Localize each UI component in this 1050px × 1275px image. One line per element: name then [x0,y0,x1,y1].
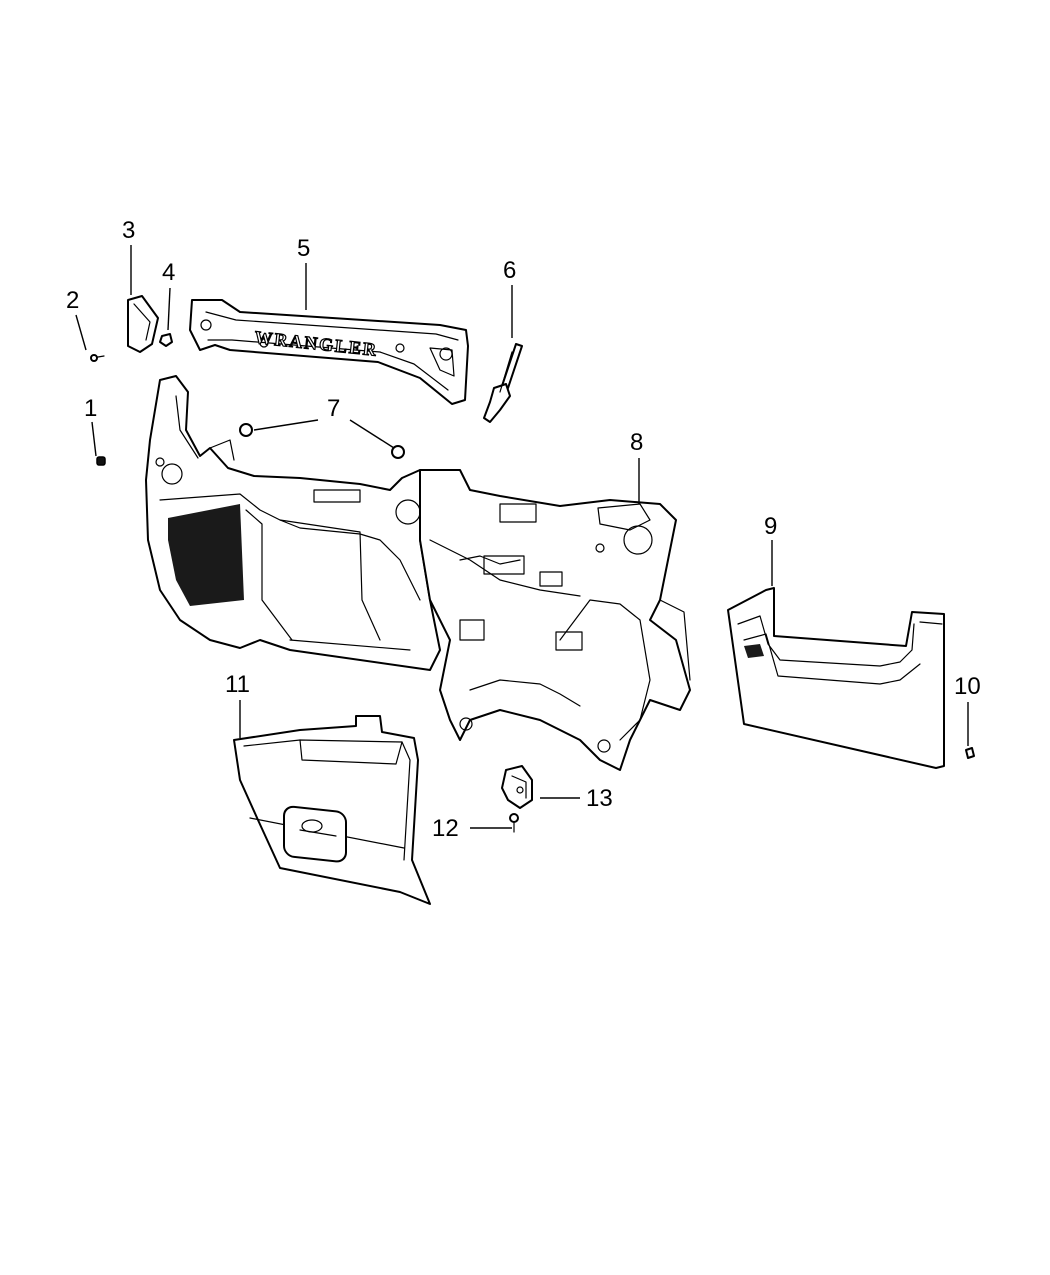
callout-numbers: 3 4 2 5 6 1 7 8 9 10 11 12 13 [66,217,981,842]
part-3-end-cap [127,295,159,353]
callout-2: 2 [66,287,79,314]
callout-7: 7 [327,395,340,422]
part-7-grommets [239,423,405,459]
callout-12: 12 [432,815,459,842]
callout-5: 5 [297,235,310,262]
part-13-hinge [501,765,533,809]
callout-13: 13 [586,785,613,812]
callout-6: 6 [503,257,516,284]
callout-3: 3 [122,217,135,244]
part-9-right-panel [727,587,945,769]
dash-left-panel [145,375,457,671]
part-4-clip [159,333,173,347]
part-5-upper-bezel: WRANGLER [189,299,469,405]
part-1-nut [96,456,106,466]
callout-9: 9 [764,513,777,540]
callout-10: 10 [954,673,981,700]
part-10-clip [965,747,975,759]
callout-4: 4 [162,259,175,286]
leader-lines [75,245,969,829]
part-11-glove-box [233,715,431,905]
part-6-bracket [483,343,523,423]
part-8-center-structure [419,469,691,771]
part-12-screw [509,813,519,833]
callout-8: 8 [630,429,643,456]
callout-11: 11 [225,671,250,698]
part-2-screw [90,354,105,362]
callout-1: 1 [84,395,97,422]
